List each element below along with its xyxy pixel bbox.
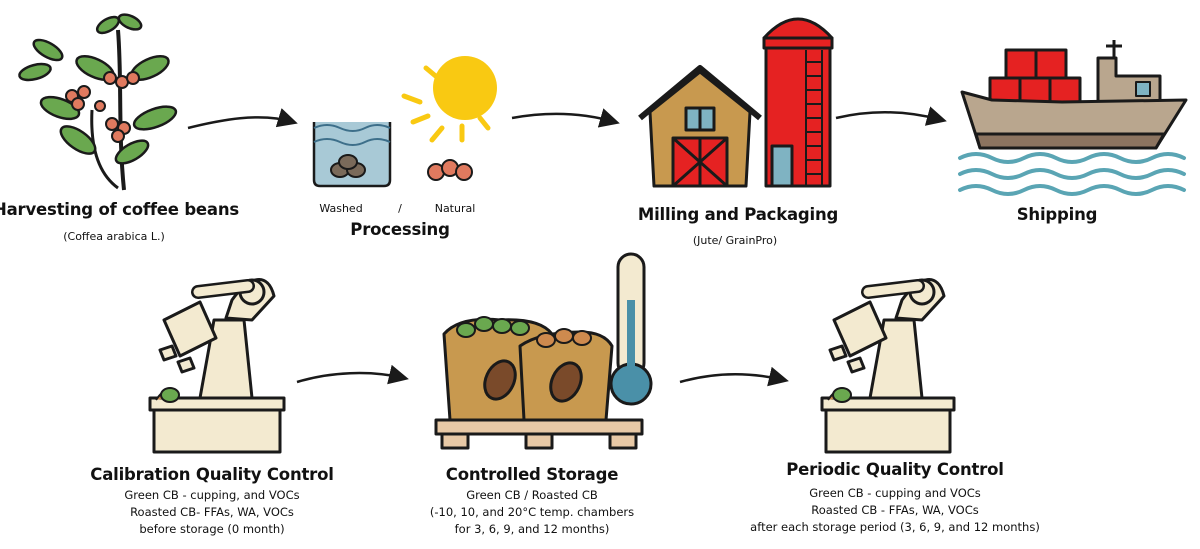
storage-details: Green CB / Roasted CB (-10, 10, and 20°C… [430,487,634,538]
milling-title: Milling and Packaging [637,205,839,224]
washing-tank-icon [312,122,392,188]
storage-title: Controlled Storage [445,465,619,484]
processing-slash: / [398,202,402,215]
calibration-line: before storage (0 month) [139,522,285,536]
periodic-line: Roasted CB - FFAs, WA, VOCs [811,503,979,517]
dried-cherries-icon [427,159,473,181]
periodic-details: Green CB - cupping and VOCs Roasted CB -… [750,485,1040,536]
processing-natural-label: Natural [434,202,476,215]
calibration-details: Green CB - cupping, and VOCs Roasted CB-… [124,487,299,538]
periodic-title: Periodic Quality Control [786,460,1004,479]
sun-icon [401,56,497,143]
calibration-line: Roasted CB- FFAs, WA, VOCs [130,505,294,519]
storage-sacks-icon [434,316,644,450]
thermometer-icon [609,252,653,406]
calibration-title: Calibration Quality Control [90,465,334,484]
milling-subtitle: (Jute/ GrainPro) [692,234,778,247]
periodic-line: Green CB - cupping and VOCs [809,486,981,500]
robot-arm-icon-periodic [820,278,956,454]
calibration-line: Green CB - cupping, and VOCs [124,488,300,502]
periodic-line: after each storage period (3, 6, 9, and … [750,520,1040,534]
arrow-calibration-to-storage [296,364,409,385]
storage-line: (-10, 10, and 20°C temp. chambers [429,505,635,519]
arrow-milling-to-shipping [835,106,947,126]
storage-line: for 3, 6, 9, and 12 months) [454,522,610,536]
harvesting-subtitle: (Coffea arabica L.) [63,230,165,243]
cargo-ship-icon [960,40,1188,150]
arrow-processing-to-milling [511,108,620,128]
harvesting-title: Harvesting of coffee beans [0,200,240,219]
silo-icon [762,17,834,188]
shipping-title: Shipping [1016,205,1098,224]
arrow-harvest-to-processing [187,108,298,130]
coffee-plant-icon [18,13,178,191]
processing-title: Processing [350,220,450,239]
robot-arm-icon-calibration [148,278,286,454]
waves-icon [958,152,1186,196]
barn-icon [638,65,762,188]
arrow-storage-to-periodic [679,366,789,387]
flow-arrows [187,106,947,387]
storage-line: Green CB / Roasted CB [466,488,598,502]
processing-washed-label: Washed [319,202,363,215]
